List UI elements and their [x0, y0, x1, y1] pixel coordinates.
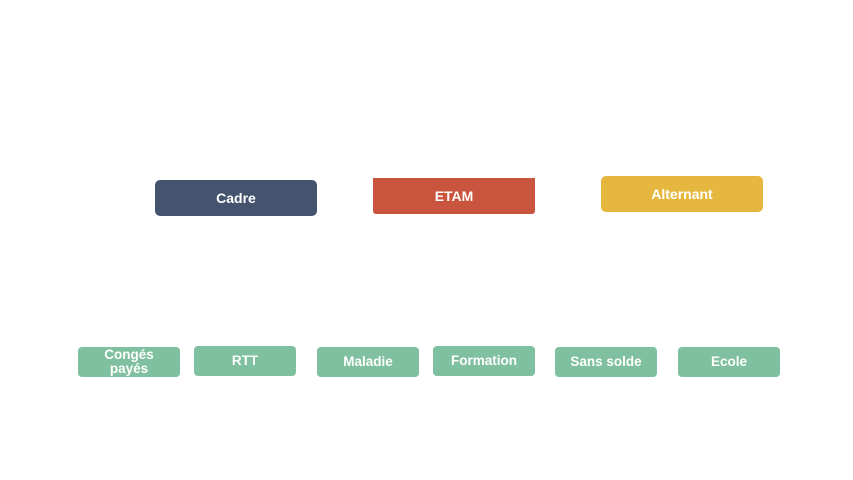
leave-type-box-sans-solde: Sans solde: [555, 347, 657, 377]
leave-type-box-maladie: Maladie: [317, 347, 419, 377]
leave-type-label: Formation: [451, 353, 517, 368]
category-box-cadre: Cadre: [155, 180, 317, 216]
leave-type-label: Sans solde: [570, 354, 642, 369]
leave-type-box-conges-payes: Congés payés: [78, 347, 180, 377]
leave-type-box-ecole: Ecole: [678, 347, 780, 377]
leave-type-label: RTT: [231, 353, 259, 368]
category-label: Cadre: [216, 189, 256, 206]
leave-type-label: Maladie: [343, 354, 393, 369]
category-box-etam: ETAM: [373, 178, 535, 214]
leave-type-box-formation: Formation: [433, 346, 535, 376]
category-label: ETAM: [434, 187, 474, 204]
leave-type-box-rtt: RTT: [194, 346, 296, 376]
leave-type-label: Congés payés: [104, 347, 154, 376]
category-label: Alternant: [651, 185, 713, 202]
leave-type-label: Ecole: [710, 354, 748, 369]
category-box-alternant: Alternant: [601, 176, 763, 212]
